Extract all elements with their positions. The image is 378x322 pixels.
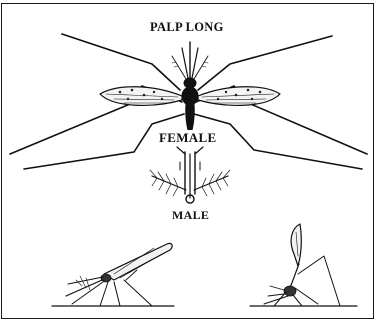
- illustration: [2, 4, 375, 320]
- mosquito-resting-posture-right: [250, 224, 357, 306]
- mosquito-resting-posture-left: [52, 243, 174, 306]
- female-mosquito-drawing: [10, 34, 367, 169]
- label-male: MALE: [172, 208, 209, 223]
- label-female: FEMALE: [158, 130, 217, 146]
- male-palp-drawing: [150, 147, 230, 203]
- figure-frame: PALP LONG FEMALE MALE: [1, 3, 374, 319]
- label-palp-long: PALP LONG: [150, 20, 224, 35]
